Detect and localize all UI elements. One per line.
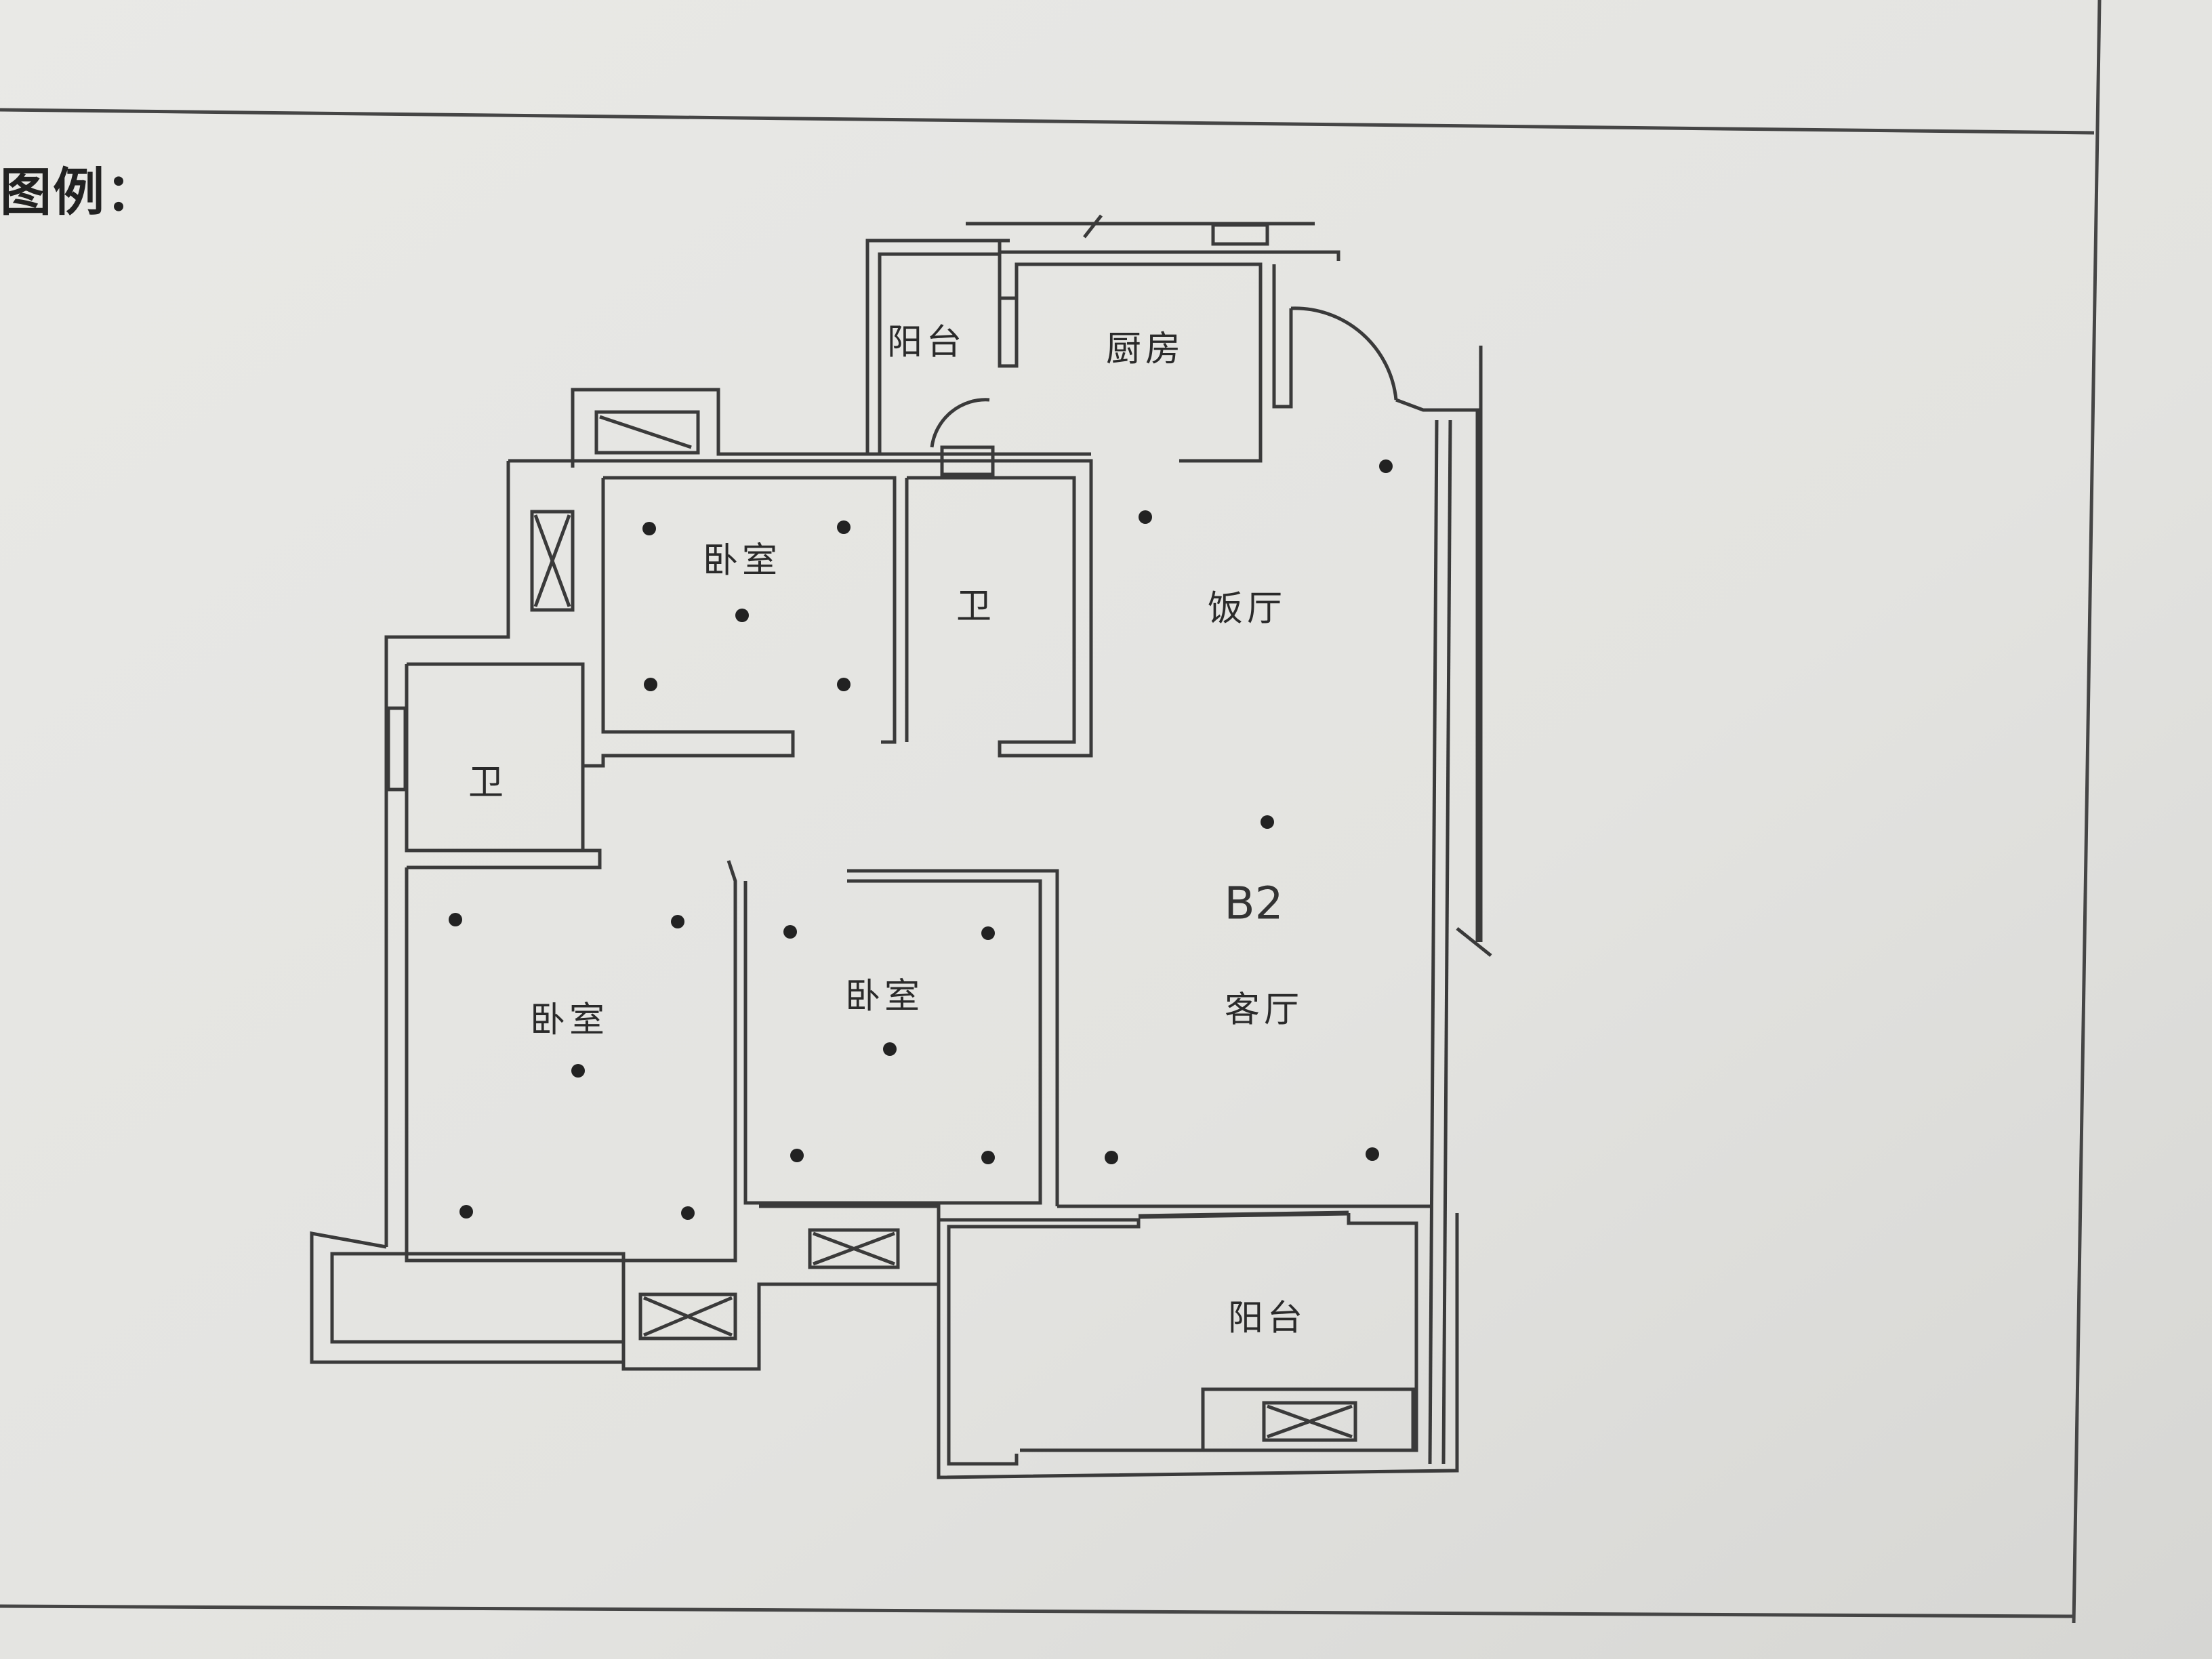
glass-door-living [1138,1210,1349,1219]
room-label-living: 客厅 [1224,989,1304,1031]
door-arc-balcony [930,398,990,448]
wall-dining-top [1395,398,1479,942]
wall-bottom-balcony [939,1218,1141,1466]
wall-middle-bedroom-right [847,869,1059,1206]
room-label-bath-left: 卫 [468,762,508,804]
window-bath-left [386,706,407,792]
room-label-bath-top: 卫 [956,586,996,628]
window-top-left [594,410,700,455]
wall-bath-top [907,461,1093,758]
door-balcony-top [998,296,1019,368]
room-label-bedroom-left: 卧室 [529,1000,609,1041]
wall-top-balcony [865,239,1010,454]
wall-middle-bedroom [743,879,1042,1205]
ac-right-x2 [1267,1404,1353,1439]
wall-right-outer2 [1428,419,1439,1465]
room-label-bedroom-middle: 卧室 [844,976,924,1017]
room-label-balcony-top: 阳台 [886,322,966,363]
wall-bath-left-right [407,766,602,869]
wall-right-bend [1456,927,1492,957]
ac-unit-bottom-right-inner [1262,1401,1357,1442]
window-top-left-diag [599,415,692,449]
wall-top-left-block [571,388,1091,468]
wall-kitchen-right [1272,264,1293,409]
wall-top-bedroom-outer [384,461,510,1247]
ac-unit-bottom-left [638,1292,737,1340]
door-bath-top [940,445,995,476]
legend-title: 图例： [0,162,159,222]
door-arc-kitchen [1290,306,1398,401]
ac-unit-top [530,510,575,612]
sheet-frame [0,0,2102,1624]
room-label-dining: 饭厅 [1207,588,1287,630]
balcony-left-inner [330,1252,626,1344]
room-label-kitchen: 厨房 [1105,329,1185,370]
unit-code: B2 [1224,877,1284,930]
floor-plan-walls [310,214,1492,1479]
window-kitchen-mark [1083,214,1103,239]
wall-kitchen-top [998,241,1340,261]
wall-top-bedroom-left [583,478,795,768]
room-label-balcony-bottom: 阳台 [1227,1298,1307,1339]
room-label-bedroom-top: 卧室 [702,540,782,581]
ac-unit-top-x2 [533,514,571,607]
ac-left-x2 [643,1296,733,1337]
window-kitchen [1211,223,1269,246]
wall-bottom-balcony-outer [937,1213,1459,1479]
wall-left-bottom [621,1282,939,1371]
wall-right-outer3 [1441,419,1452,1465]
wall-top-bedroom-inner [603,476,897,744]
ac-mid-x2 [813,1231,895,1266]
ac-unit-bottom-right [1201,1387,1415,1452]
wall-left-bedroom [405,860,737,1263]
light-points [449,459,1393,1220]
ac-unit-bottom-middle [808,1228,900,1269]
wall-middle-bottom [759,1204,941,1284]
